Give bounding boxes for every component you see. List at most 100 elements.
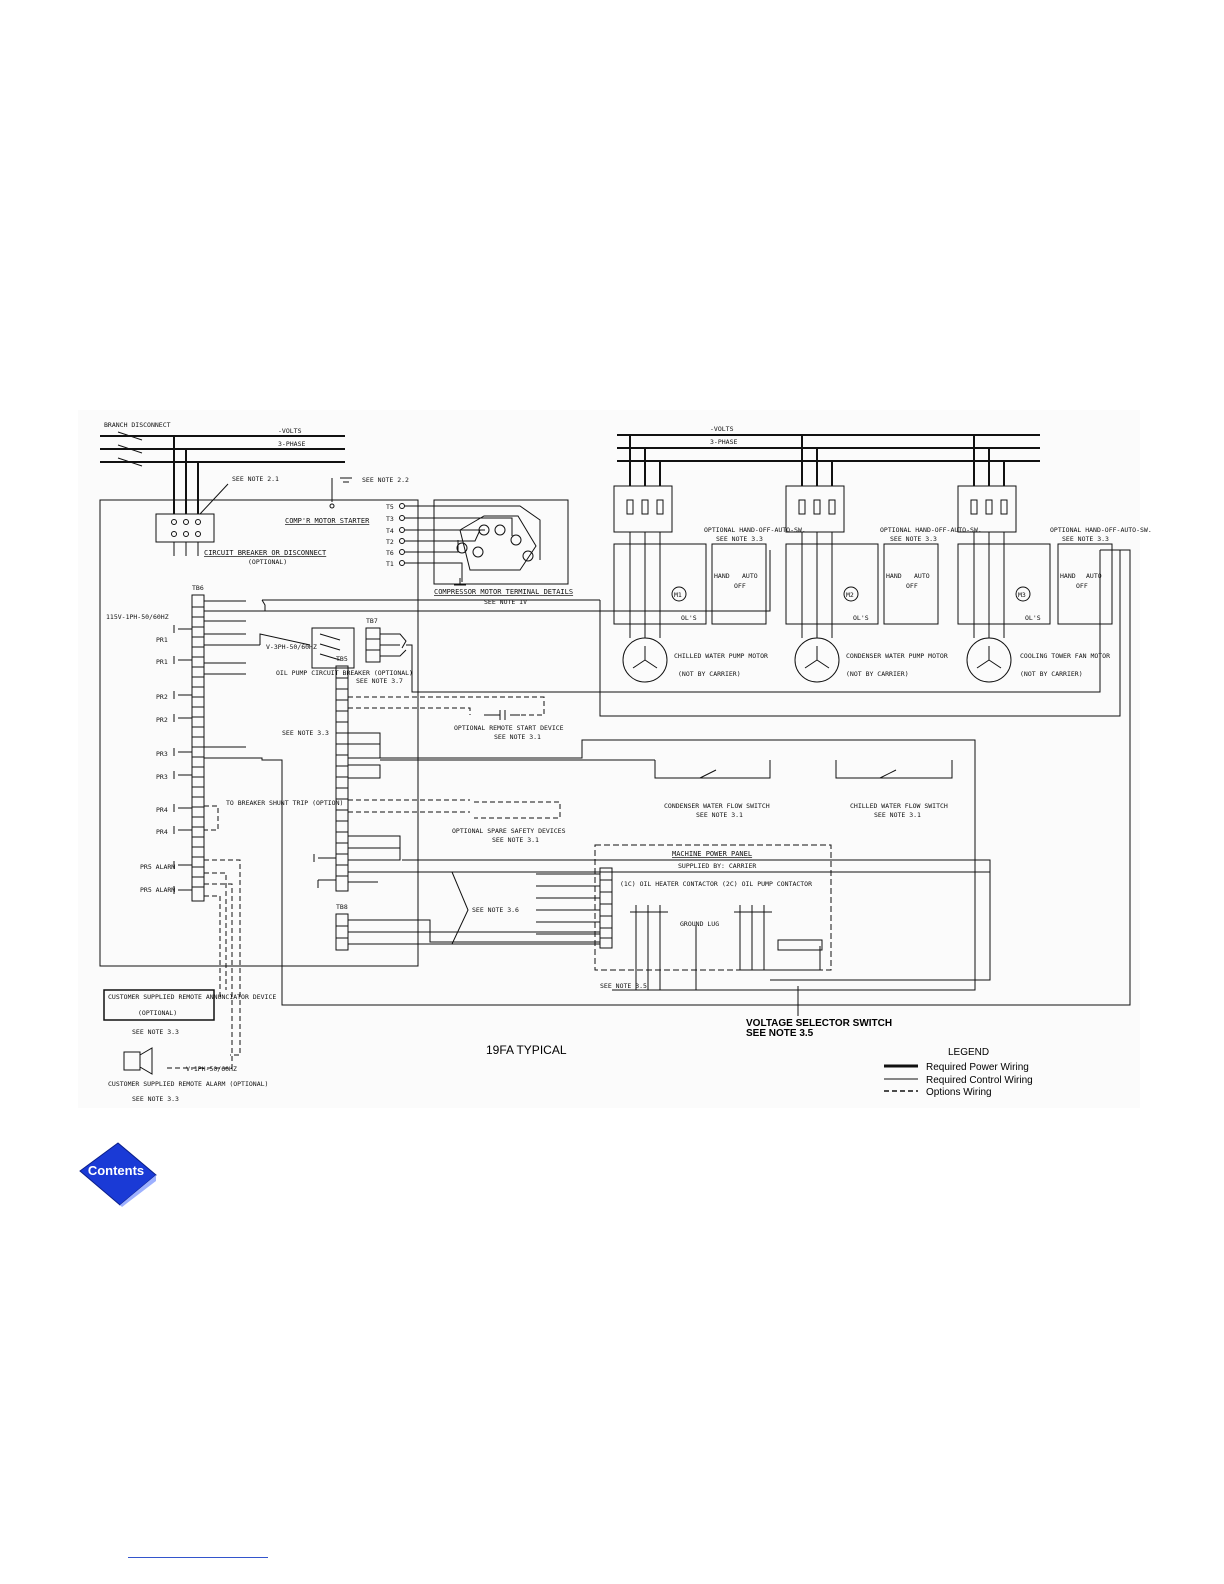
alarm-see-note: SEE NOTE 3.3 <box>132 1095 179 1103</box>
tb6-label: TB6 <box>192 584 204 592</box>
see-note-37-label: SEE NOTE 3.7 <box>356 677 403 685</box>
terminal-t3: T3 <box>386 515 394 523</box>
supplied-by-label: SUPPLIED BY: CARRIER <box>678 862 756 870</box>
off-label-1: OFF <box>734 582 746 590</box>
motor-name-3: COOLING TOWER FAN MOTOR <box>1020 652 1110 660</box>
auto-label-2: AUTO <box>914 572 930 580</box>
tb6-strip <box>191 549 1131 1006</box>
pr2-label-a: PR2 <box>156 693 168 701</box>
see-note-21-label: SEE NOTE 2.1 <box>232 475 279 483</box>
motor-tag-m3: M3 <box>1018 591 1026 599</box>
right-phase-label: 3-PHASE <box>710 438 737 446</box>
legend-power-wiring: Required Power Wiring <box>926 1062 1029 1073</box>
hoa-label-3: OPTIONAL HAND-OFF-AUTO-SW. <box>1050 526 1152 534</box>
ols-label-3: OL'S <box>1025 614 1041 622</box>
oil-heater-label: (1C) OIL HEATER CONTACTOR <box>620 880 718 888</box>
remote-start-label: OPTIONAL REMOTE START DEVICE <box>454 724 564 732</box>
terminal-t6: T6 <box>386 549 394 557</box>
starter-terminals <box>399 503 541 582</box>
motor-note-1: (NOT BY CARRIER) <box>678 670 741 678</box>
chilled-flow-label: CHILLED WATER FLOW SWITCH <box>850 802 948 810</box>
off-label-2: OFF <box>906 582 918 590</box>
see-note-iv-label: SEE NOTE IV <box>484 598 527 606</box>
legend-options-wiring: Options Wiring <box>926 1087 992 1098</box>
chilled-flow-note: SEE NOTE 3.1 <box>874 811 921 819</box>
pr4-label-b: PR4 <box>156 828 168 836</box>
customer-annunciator-label: CUSTOMER SUPPLIED REMOTE ANNUNCIATOR DEV… <box>108 993 276 1001</box>
contents-label: Contents <box>87 1163 145 1178</box>
pr5-alarm-label-b: PR5 ALARM <box>140 886 175 894</box>
motor-note-2: (NOT BY CARRIER) <box>846 670 909 678</box>
oil-pump-breaker <box>311 627 355 669</box>
pr1-label-a: PR1 <box>156 636 168 644</box>
condenser-flow-label: CONDENSER WATER FLOW SWITCH <box>664 802 770 810</box>
spare-safety-label: OPTIONAL SPARE SAFETY DEVICES <box>452 827 566 835</box>
tb7-label: TB7 <box>366 617 378 625</box>
left-volts-label: -VOLTS <box>278 427 302 435</box>
contents-diamond-icon <box>79 1142 157 1207</box>
diagram-caption: 19FA TYPICAL <box>486 1043 567 1057</box>
spare-safety-note: SEE NOTE 3.1 <box>492 836 539 844</box>
hand-label-3: HAND <box>1060 572 1076 580</box>
pr1-label-b: PR1 <box>156 658 168 666</box>
hoa-note-2: SEE NOTE 3.3 <box>890 535 937 543</box>
hoa-label-1: OPTIONAL HAND-OFF-AUTO-SW. <box>704 526 806 534</box>
breaker-shunt-label: TO BREAKER SHUNT TRIP (OPTION) <box>226 799 343 807</box>
v3ph-label: V-3PH-50/60HZ <box>266 643 317 651</box>
legend-swatches <box>884 1064 918 1092</box>
v1ph-label: V-1PH-50/60HZ <box>186 1065 237 1073</box>
legend-control-wiring: Required Control Wiring <box>926 1075 1033 1086</box>
motor-circuit-1 <box>613 435 767 683</box>
hoa-note-1: SEE NOTE 3.3 <box>716 535 763 543</box>
motor-circuit-3 <box>957 435 1113 683</box>
pr5-alarm-label-a: PR5 ALARM <box>140 863 175 871</box>
ols-label-1: OL'S <box>681 614 697 622</box>
terminal-t5: T5 <box>386 503 394 511</box>
power-115-label: 115V-1PH-50/60HZ <box>106 613 169 621</box>
customer-annunciator-box <box>103 989 215 1021</box>
hoa-note-3: SEE NOTE 3.3 <box>1062 535 1109 543</box>
voltage-selector-note: SEE NOTE 3.5 <box>746 1028 814 1039</box>
motor-tag-m2: M2 <box>846 591 854 599</box>
motor-circuit-2 <box>785 435 939 683</box>
annunciator-optional: (OPTIONAL) <box>138 1009 177 1017</box>
tb5-label: TB5 <box>336 655 348 663</box>
pr4-label-a: PR4 <box>156 806 168 814</box>
compressor-terminal-label: COMPRESSOR MOTOR TERMINAL DETAILS <box>434 588 573 596</box>
comp-motor-starter-label: COMP'R MOTOR STARTER <box>285 517 370 525</box>
terminal-t1: T1 <box>386 560 394 568</box>
motor-tag-m1: M1 <box>674 591 682 599</box>
customer-alarm-label: CUSTOMER SUPPLIED REMOTE ALARM (OPTIONAL… <box>108 1080 268 1088</box>
circuit-breaker-optional: (OPTIONAL) <box>248 558 287 566</box>
branch-disconnect <box>100 431 345 514</box>
right-volts-label: -VOLTS <box>710 425 734 433</box>
voltage-selector-label: VOLTAGE SELECTOR SWITCH <box>746 1018 892 1029</box>
pr-relays <box>173 625 192 894</box>
machine-power-panel <box>594 844 832 971</box>
branch-disconnect-label: BRANCH DISCONNECT <box>104 421 171 429</box>
contents-button[interactable]: Contents <box>76 1141 158 1207</box>
starter-enclosure <box>99 499 419 967</box>
diagram-area <box>78 410 1140 1108</box>
see-note-22-label: SEE NOTE 2.2 <box>362 476 409 484</box>
auto-label-3: AUTO <box>1086 572 1102 580</box>
hand-label-1: HAND <box>714 572 730 580</box>
hoa-label-2: OPTIONAL HAND-OFF-AUTO-SW. <box>880 526 982 534</box>
footer-link-underline[interactable] <box>128 1557 268 1558</box>
motor-note-3: (NOT BY CARRIER) <box>1020 670 1083 678</box>
motor-name-1: CHILLED WATER PUMP MOTOR <box>674 652 768 660</box>
motor-name-2: CONDENSER WATER PUMP MOTOR <box>846 652 948 660</box>
hand-label-2: HAND <box>886 572 902 580</box>
see-note-35-label: SEE NOTE 3.5 <box>600 982 647 990</box>
condenser-flow-note: SEE NOTE 3.1 <box>696 811 743 819</box>
oil-pump-contactor-label: (2C) OIL PUMP CONTACTOR <box>722 880 812 888</box>
pr2-label-b: PR2 <box>156 716 168 724</box>
off-label-3: OFF <box>1076 582 1088 590</box>
circuit-breaker-label: CIRCUIT BREAKER OR DISCONNECT <box>204 549 327 557</box>
auto-label-1: AUTO <box>742 572 758 580</box>
machine-power-panel-label: MACHINE POWER PANEL <box>672 850 752 858</box>
see-note-33-left: SEE NOTE 3.3 <box>282 729 329 737</box>
legend-title: LEGEND <box>948 1047 989 1058</box>
terminal-t2: T2 <box>386 538 394 546</box>
